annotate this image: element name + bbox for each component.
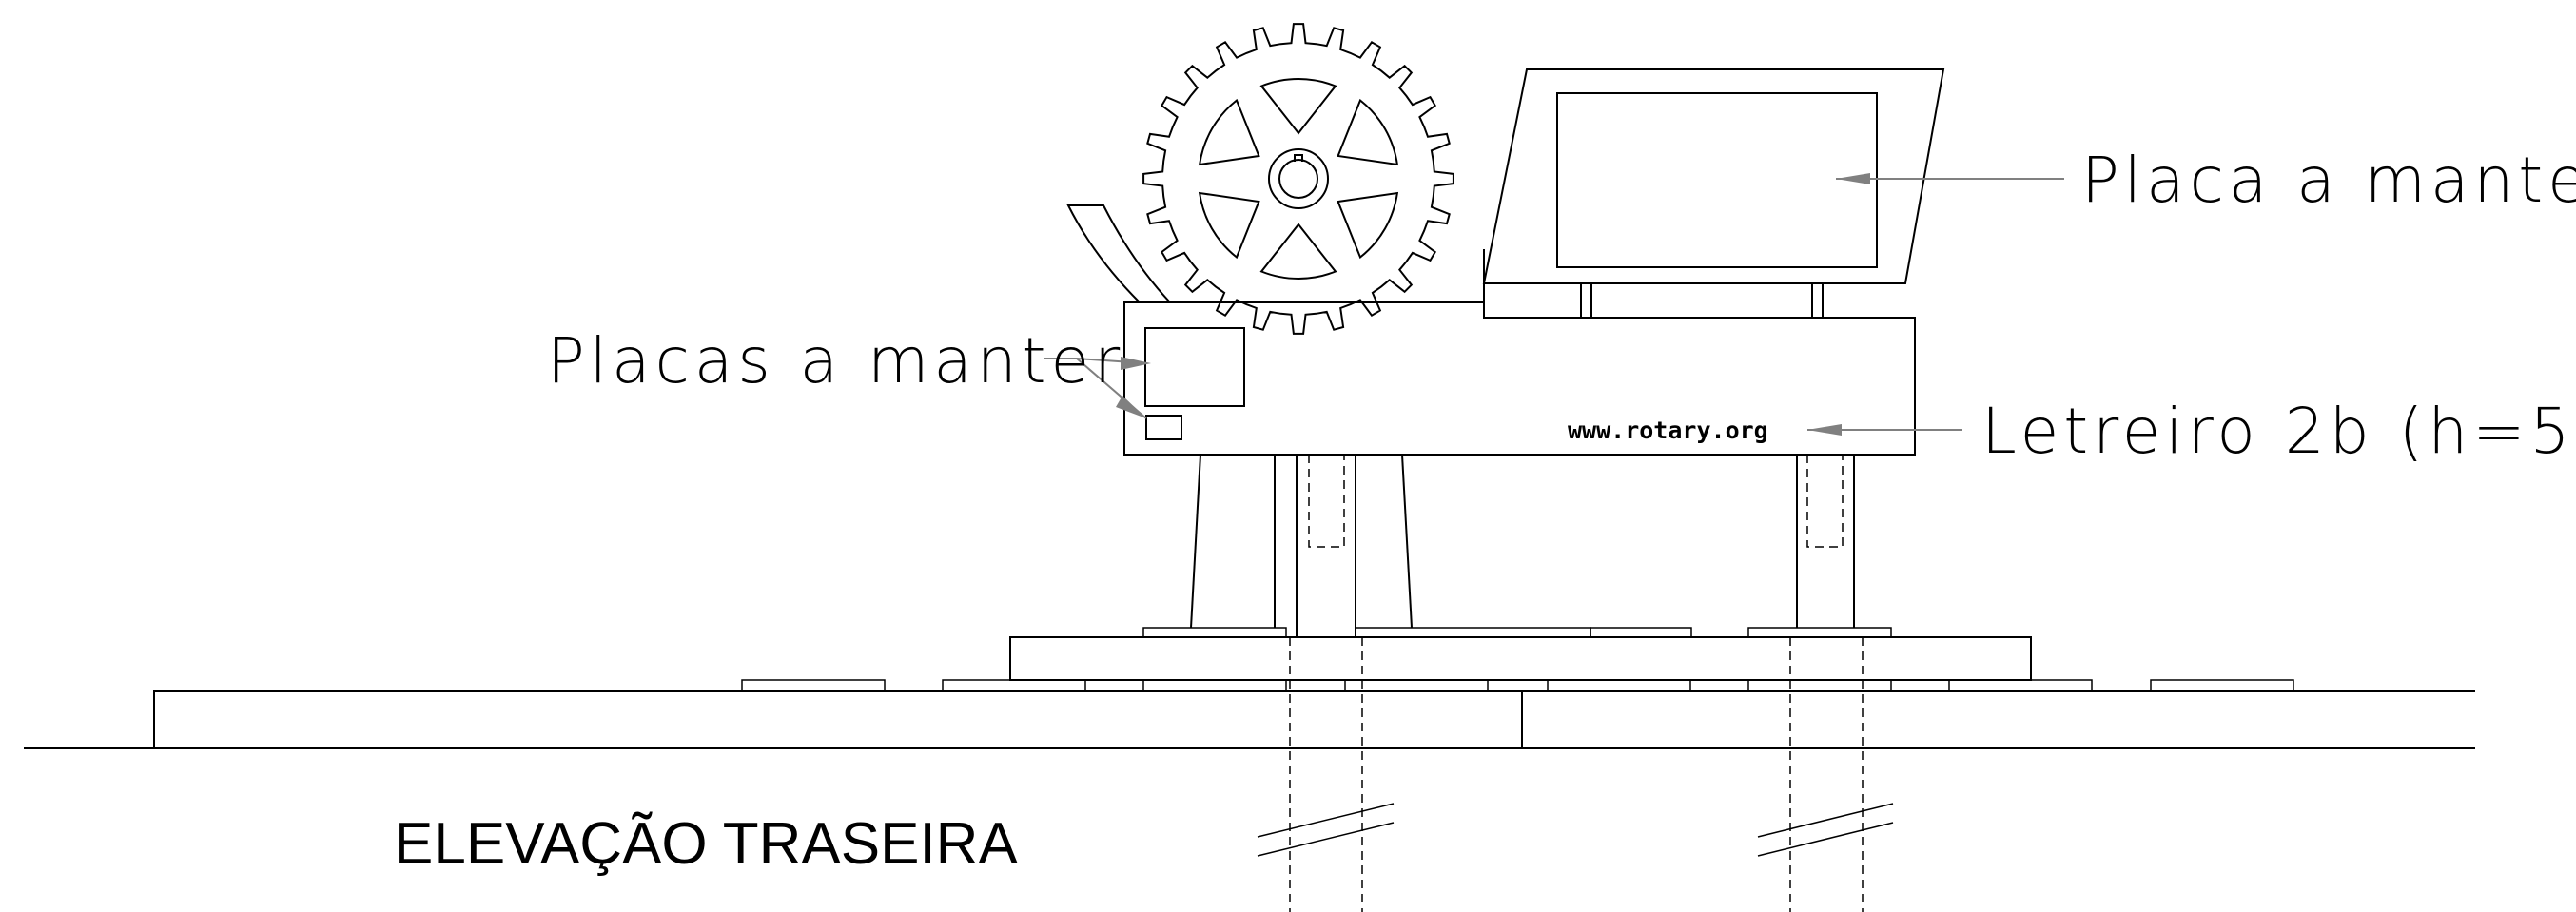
curved-arm bbox=[1066, 204, 1173, 303]
gear-window bbox=[1337, 98, 1399, 166]
drawing-title: ELEVAÇÃO TRASEIRA bbox=[394, 811, 1018, 877]
ground-and-base bbox=[24, 627, 2475, 749]
leader-placa bbox=[1836, 173, 2064, 184]
small-plate-lower bbox=[1145, 415, 1182, 440]
break-line bbox=[1257, 803, 1395, 838]
label-placa-a-manter: Placa a manter bbox=[2081, 144, 2576, 217]
plinth-tops bbox=[1142, 627, 1892, 638]
plinth bbox=[1009, 636, 2032, 681]
leader-placas bbox=[1044, 357, 1151, 419]
sign-text: www.rotary.org bbox=[1568, 417, 1768, 444]
base-slab-left bbox=[153, 690, 1523, 749]
display-panel bbox=[1482, 68, 1945, 318]
leader-letreiro bbox=[1807, 424, 1962, 436]
gear-window bbox=[1259, 78, 1337, 135]
foundation-posts bbox=[1257, 637, 1894, 912]
paver-row bbox=[741, 679, 2294, 692]
main-body bbox=[1123, 301, 1916, 456]
gear-window bbox=[1198, 98, 1260, 166]
support-columns bbox=[1190, 454, 1855, 637]
gear-window bbox=[1337, 191, 1399, 260]
display-plate bbox=[1556, 92, 1878, 268]
gear-window bbox=[1198, 191, 1260, 260]
gear-icon bbox=[1142, 23, 1454, 335]
small-plate-upper bbox=[1144, 327, 1245, 407]
label-placas-a-manter: Placas a manter bbox=[547, 324, 1124, 398]
label-letreiro: Letreiro 2b (h=5cm) bbox=[1981, 395, 2576, 468]
gear-window bbox=[1259, 223, 1337, 280]
